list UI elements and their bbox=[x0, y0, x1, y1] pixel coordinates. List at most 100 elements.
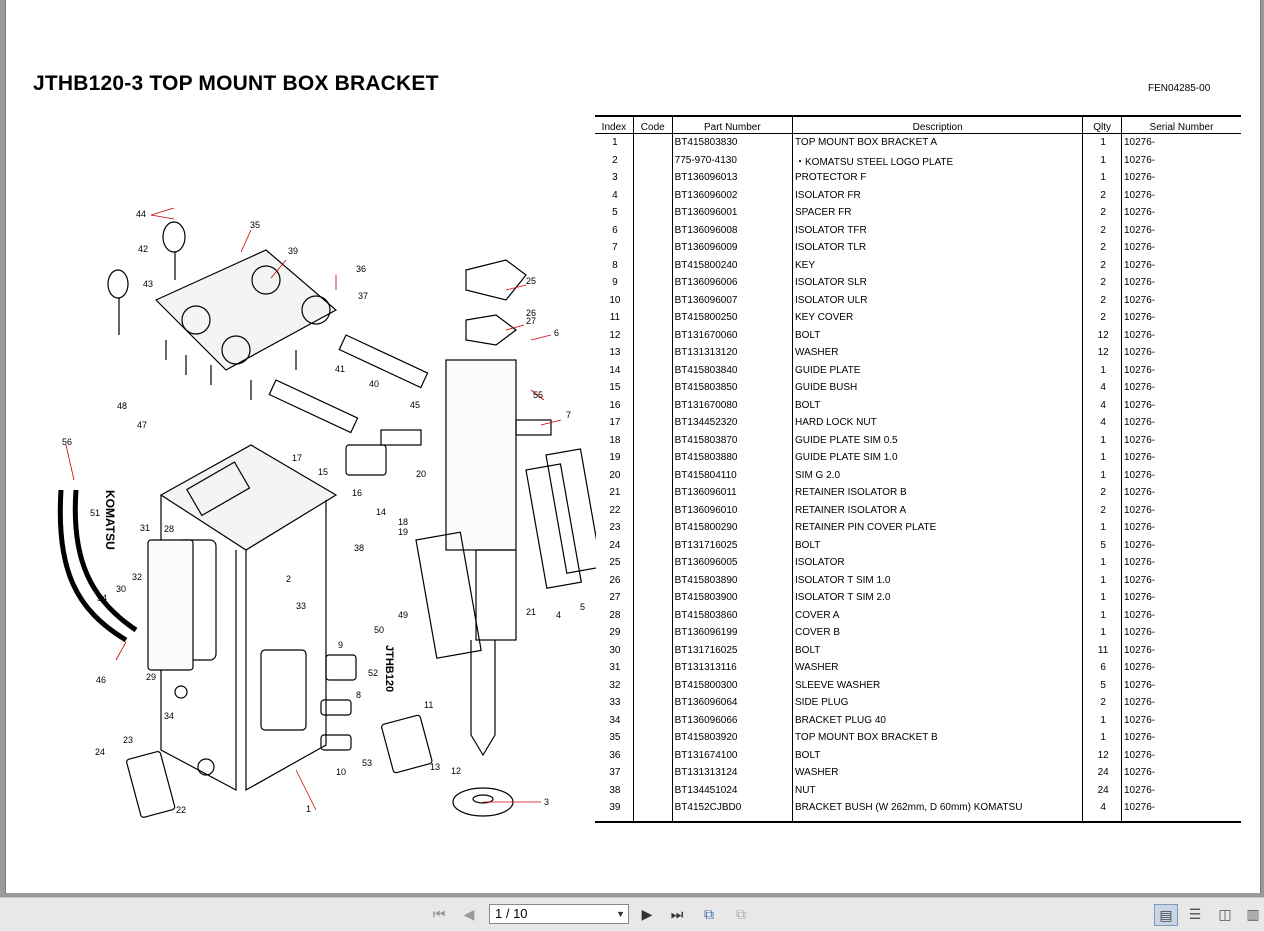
cell-part-number: BT136096011 bbox=[671, 484, 793, 502]
cell-serial-number: 10276- bbox=[1121, 729, 1241, 747]
callout-label: 34 bbox=[164, 711, 174, 721]
model-decal: JTHB120 bbox=[383, 645, 395, 692]
callout-label: 40 bbox=[369, 379, 379, 389]
continuous-view-icon[interactable]: ☰ bbox=[1188, 905, 1202, 922]
callout-label: 49 bbox=[398, 610, 408, 620]
cell-quantity: 1 bbox=[1082, 606, 1122, 624]
cell-serial-number: 10276- bbox=[1121, 676, 1241, 694]
cell-quantity: 1 bbox=[1082, 554, 1122, 572]
cell-description: ISOLATOR ULR bbox=[791, 291, 1083, 309]
cell-part-number: BT131670080 bbox=[671, 396, 793, 414]
cell-code bbox=[632, 519, 673, 537]
cell-quantity: 11 bbox=[1082, 641, 1122, 659]
cell-quantity: 4 bbox=[1082, 379, 1122, 397]
cell-serial-number: 10276- bbox=[1121, 361, 1241, 379]
callout-label: 44 bbox=[136, 209, 146, 219]
go-forward-view-icon[interactable]: ⧉ bbox=[736, 905, 746, 922]
cell-serial-number: 10276- bbox=[1121, 466, 1241, 484]
cell-description: ・KOMATSU STEEL LOGO PLATE bbox=[791, 151, 1083, 169]
cell-description: BOLT bbox=[791, 746, 1083, 764]
cell-code bbox=[632, 711, 673, 729]
callout-label: 55 bbox=[533, 390, 543, 400]
cell-code bbox=[632, 764, 673, 782]
cell-part-number: BT136096002 bbox=[671, 186, 793, 204]
cell-index: 29 bbox=[609, 627, 621, 639]
cell-code bbox=[632, 589, 673, 607]
cell-description: ISOLATOR T SIM 2.0 bbox=[791, 589, 1083, 607]
column-header-serial-number: Serial Number bbox=[1121, 115, 1241, 134]
cell-serial-number: 10276- bbox=[1121, 764, 1241, 782]
cell-serial-number: 10276- bbox=[1121, 659, 1241, 677]
cell-code bbox=[632, 326, 673, 344]
cell-description: GUIDE PLATE bbox=[791, 361, 1083, 379]
cell-index: 17 bbox=[609, 417, 621, 429]
cell-quantity: 1 bbox=[1082, 466, 1122, 484]
callout-label: 26 bbox=[526, 308, 536, 318]
cell-code bbox=[632, 291, 673, 309]
cell-serial-number: 10276- bbox=[1121, 694, 1241, 712]
cell-quantity: 1 bbox=[1082, 729, 1122, 747]
cell-code bbox=[632, 414, 673, 432]
cell-description: WASHER bbox=[791, 764, 1083, 782]
cell-code bbox=[632, 239, 673, 257]
cell-part-number: BT136096007 bbox=[671, 291, 793, 309]
cell-code bbox=[632, 746, 673, 764]
cell-part-number: BT136096066 bbox=[671, 711, 793, 729]
cell-quantity: 1 bbox=[1082, 519, 1122, 537]
cell-index: 19 bbox=[609, 452, 621, 464]
callout-label: 46 bbox=[96, 675, 106, 685]
callout-label: 7 bbox=[566, 410, 571, 420]
first-page-icon[interactable]: ⏮ bbox=[432, 905, 446, 922]
cell-description: NUT bbox=[791, 781, 1083, 799]
cell-quantity: 2 bbox=[1082, 186, 1122, 204]
cell-quantity: 24 bbox=[1082, 781, 1122, 799]
chevron-down-icon: ▼ bbox=[616, 909, 625, 919]
column-header-description: Description bbox=[791, 115, 1083, 134]
viewer-toolbar: ⏮ ◀ 1 / 10 ▼ ▶ ⏭ ⧉ ⧉ ▤ ☰ ◫ ▥ bbox=[0, 897, 1264, 931]
cell-part-number: BT415803880 bbox=[671, 449, 793, 467]
go-back-view-icon[interactable]: ⧉ bbox=[704, 905, 714, 922]
next-page-icon[interactable]: ▶ bbox=[641, 905, 653, 922]
cell-index: 30 bbox=[609, 644, 621, 656]
callout-label: 39 bbox=[288, 246, 298, 256]
callout-label: 9 bbox=[338, 640, 343, 650]
cell-part-number: BT131670060 bbox=[671, 326, 793, 344]
cell-index: 21 bbox=[609, 487, 621, 499]
cell-serial-number: 10276- bbox=[1121, 781, 1241, 799]
cell-code bbox=[632, 396, 673, 414]
cell-part-number: BT4152CJBD0 bbox=[671, 799, 793, 822]
cell-serial-number: 10276- bbox=[1121, 239, 1241, 257]
cell-index: 14 bbox=[609, 364, 621, 376]
callout-label: 56 bbox=[62, 437, 72, 447]
cell-code bbox=[632, 676, 673, 694]
cell-part-number: BT136096008 bbox=[671, 221, 793, 239]
page-number-select[interactable]: 1 / 10 ▼ bbox=[489, 904, 629, 924]
column-header-quantity: Qlty bbox=[1082, 115, 1122, 134]
single-page-view-icon[interactable]: ▤ bbox=[1154, 904, 1178, 926]
cell-index: 38 bbox=[609, 784, 621, 796]
cell-index: 33 bbox=[609, 697, 621, 709]
previous-page-icon[interactable]: ◀ bbox=[463, 905, 475, 922]
last-page-icon[interactable]: ⏭ bbox=[670, 905, 684, 922]
callout-label: 51 bbox=[90, 508, 100, 518]
callout-label: 25 bbox=[526, 276, 536, 286]
cell-quantity: 1 bbox=[1082, 624, 1122, 642]
two-page-view-icon[interactable]: ◫ bbox=[1218, 905, 1232, 922]
cell-quantity: 4 bbox=[1082, 799, 1122, 822]
cell-quantity: 1 bbox=[1082, 449, 1122, 467]
callout-label: 37 bbox=[358, 291, 368, 301]
two-page-continuous-view-icon[interactable]: ▥ bbox=[1246, 905, 1260, 922]
cell-description: BOLT bbox=[791, 326, 1083, 344]
cell-quantity: 2 bbox=[1082, 309, 1122, 327]
callout-label: 21 bbox=[526, 607, 536, 617]
